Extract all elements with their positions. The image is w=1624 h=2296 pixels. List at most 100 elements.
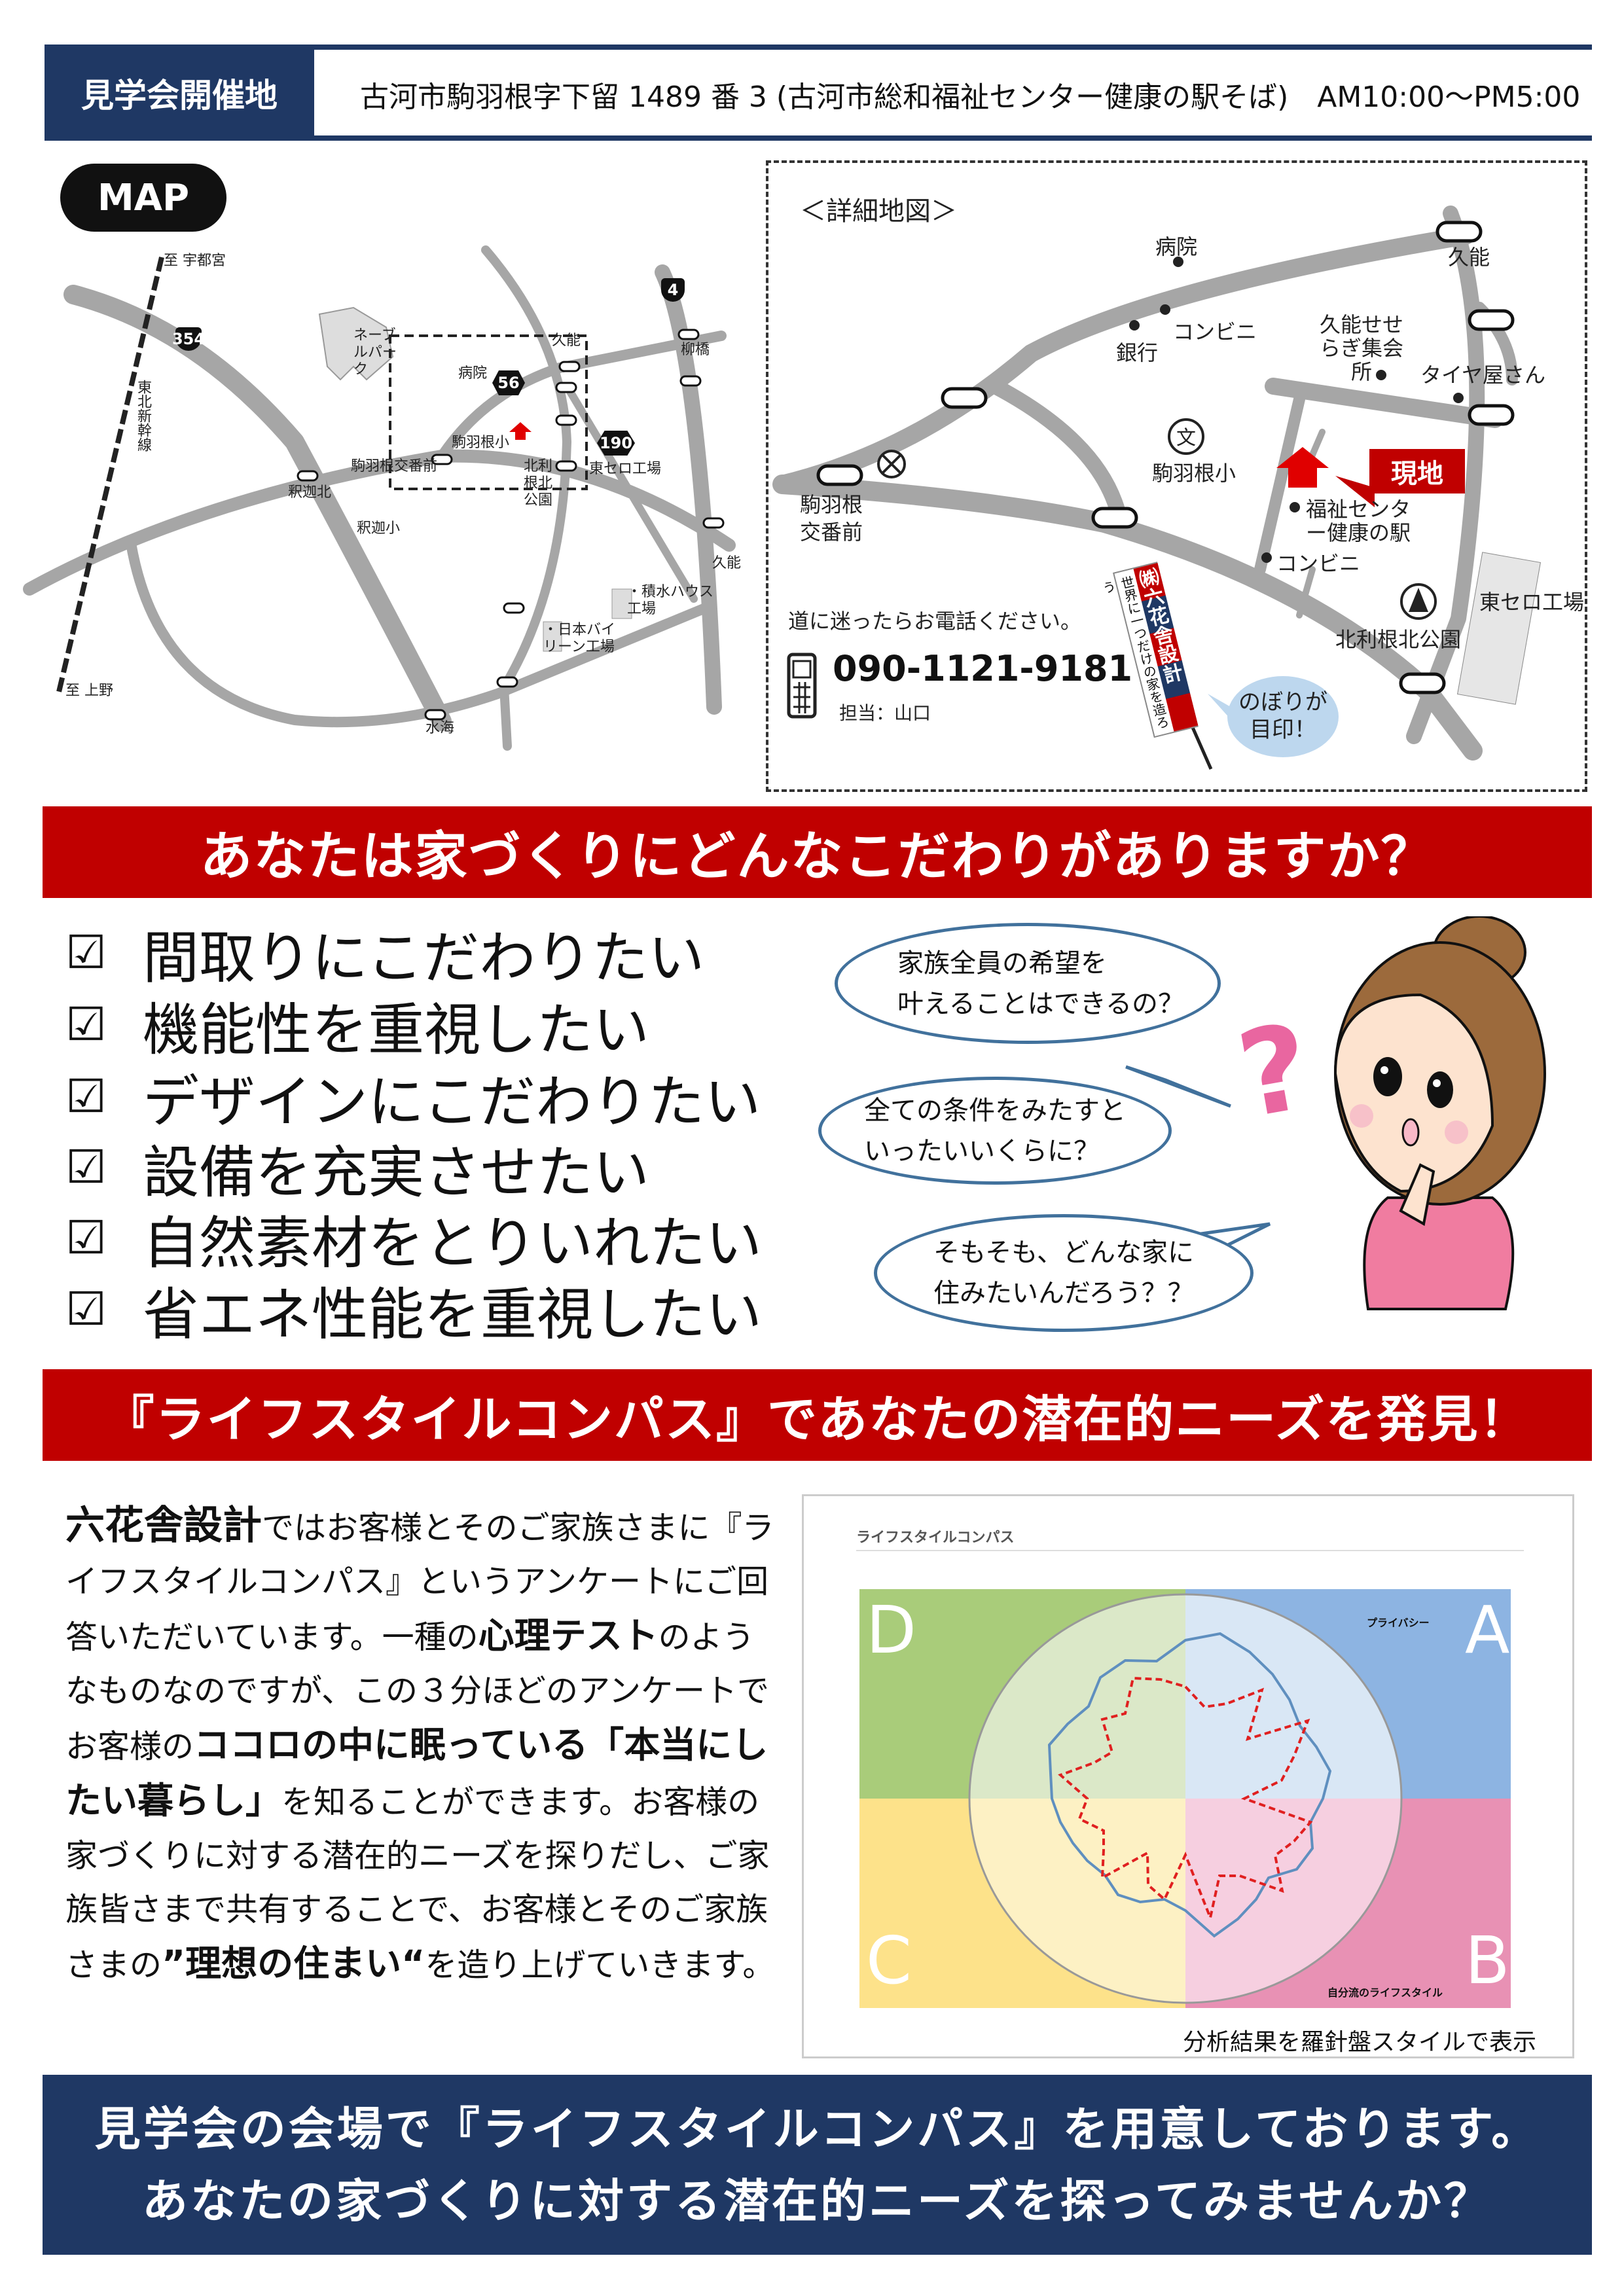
question-banner: あなたは家づくりにどんなこだわりがありますか？: [43, 806, 1592, 898]
park-tree-icon: [1400, 583, 1437, 620]
map-label: 久能せせらぎ集会所: [1319, 312, 1403, 384]
here-callout: 現地: [1369, 449, 1465, 493]
map-label: ・日本バイリーン工場: [543, 622, 616, 655]
naval-park-area: [318, 306, 394, 381]
route-4-shield: 4: [661, 278, 685, 302]
checkbox-checked-icon: ☑: [65, 925, 107, 979]
route-190-shield: 190: [597, 431, 635, 456]
map-label: 水海: [425, 720, 455, 736]
text: のようなものなのですが、この３分ほどのアンケートでお客様の: [65, 1619, 770, 1765]
checklist-label: 機能性を重視したい: [143, 997, 649, 1063]
lifestyle-compass-image: ライフスタイルコンパス D A C B プライバシー 自分流のライフスタイル 分…: [802, 1494, 1574, 2058]
vilene-area: [543, 621, 562, 652]
checklist-item: ☑ 間取りにこだわりたい: [65, 916, 704, 991]
map-label: 北利根北公園: [1335, 627, 1462, 652]
road-bow: [481, 245, 571, 751]
road-short: [1265, 378, 1504, 428]
checkbox-checked-icon: ☑: [65, 1140, 107, 1194]
road-354: [63, 285, 452, 731]
road-small: [1254, 393, 1305, 575]
compass-series-blue: [1047, 1632, 1332, 1938]
map-label: コンビニ: [1276, 551, 1361, 576]
text: を知ることができます。お客様の家づくりに対する潜在的ニーズを探りだし、ご家族皆さ…: [65, 1784, 770, 1984]
checklist-item: ☑ 省エネ性能を重視したい: [65, 1273, 762, 1348]
map-label: 久能: [1448, 245, 1490, 270]
flag-bubble-shape: [1227, 676, 1339, 757]
here-callout-pointer: [1335, 476, 1375, 507]
emphasis: 心理テスト: [478, 1615, 659, 1657]
map-label: 病院: [1155, 234, 1198, 259]
traffic-signals: [297, 329, 725, 721]
speech-bubble: そもそも、どんな家に 住みたいんだろう？？: [874, 1214, 1254, 1332]
text: を造り上げていきます。: [425, 1946, 775, 1984]
map-label: 福祉センター健康の駅: [1305, 497, 1411, 545]
venue-address: 古河市駒羽根字下留 1489 番 3 (古河市総和福祉センター健康の駅そば) A…: [360, 81, 1581, 114]
map-label: 駒羽根交番前: [351, 458, 438, 475]
compass-banner: 『ライフスタイルコンパス』であなたの潜在的ニーズを発見！: [43, 1369, 1592, 1461]
map-label: 駒羽根小: [452, 435, 510, 451]
divider: [856, 1550, 1524, 1551]
checklist-item: ☑ 自然素材をとりいれたい: [65, 1202, 762, 1276]
closing-message: 見学会の会場で『ライフスタイルコンパス』を用意しております。 あなたの家づくりに…: [43, 2075, 1592, 2255]
map-badge: MAP: [60, 164, 226, 232]
speech-bubble: 全ての条件をみたすと いったいいくらに？: [818, 1077, 1172, 1185]
map-label: 北利根北公園: [524, 458, 553, 509]
checkbox-checked-icon: ☑: [65, 1069, 107, 1123]
map-label: ・積水ハウス工場: [627, 584, 714, 617]
map-label: 柳橋: [681, 342, 710, 358]
here-marker-small: [509, 422, 532, 440]
overview-map: [23, 245, 736, 751]
woman-figure: [1333, 916, 1546, 1310]
map-label: 釈迦小: [357, 520, 401, 537]
map-label: タイヤ屋さん: [1420, 363, 1546, 387]
map-label: 釈迦北: [288, 484, 332, 501]
quadrant-a-letter: A: [1465, 1592, 1510, 1668]
checklist-item: ☑機能性を重視したい: [65, 988, 649, 1063]
checklist-label: 設備を充実させたい: [143, 1139, 649, 1206]
route-56-shield: 56: [492, 370, 525, 395]
checkbox-checked-icon: ☑: [65, 1282, 107, 1336]
phone-icon: [787, 653, 817, 719]
here-arrow: [1276, 447, 1329, 488]
shinkansen-line: [56, 257, 164, 692]
question-mark-icon: ?: [1229, 998, 1320, 1145]
map-label: 東セロ工場: [1479, 590, 1585, 615]
map-label: 病院: [458, 365, 488, 382]
checklist-label: 自然素材をとりいれたい: [143, 1210, 762, 1276]
woman-illustration: ?: [1115, 916, 1546, 1310]
road-top: [773, 226, 1475, 493]
map-label: 東北新幹線: [135, 380, 151, 452]
closing-line-1: 見学会の会場で『ライフスタイルコンパス』を用意しております。: [94, 2102, 1540, 2156]
map-label: 東セロ工場: [589, 461, 662, 477]
school-icon: 文: [1168, 418, 1204, 455]
closing-line-2: あなたの家づくりに対する潜在的ニーズを探ってみませんか？: [142, 2174, 1492, 2228]
quadrant-d-letter: D: [866, 1592, 917, 1668]
quadrant-b-letter: B: [1465, 1922, 1510, 1999]
map-label: 至 上野: [65, 683, 113, 699]
svg-text:文: 文: [1176, 427, 1196, 450]
speech-bubble: 家族全員の希望を 叶えることはできるの？: [835, 923, 1221, 1044]
compass-chart: [859, 1589, 1511, 2008]
detail-map-frame: [766, 160, 1587, 792]
quadrant-b-label: 自分流のライフスタイル: [1327, 1986, 1443, 1999]
map-label: 至 宇都宮: [164, 253, 226, 269]
contact-person: 担当：山口: [839, 702, 931, 724]
flag-bubble-text: のぼりが目印！: [1238, 689, 1327, 743]
map-label: 久能: [552, 332, 581, 349]
checklist-label: 省エネ性能を重視したい: [143, 1282, 762, 1348]
map-label: 久能: [712, 555, 742, 571]
checklist-item: ☑デザインにこだわりたい: [65, 1060, 761, 1135]
map-label: 駒羽根小: [1152, 461, 1236, 486]
map-label: 銀行: [1116, 340, 1159, 365]
checklist-label: 間取りにこだわりたい: [143, 925, 705, 991]
sekisui-area: [611, 588, 632, 619]
call-prompt: 道に迷ったらお電話ください。: [788, 609, 1082, 634]
route-354-shield: 354: [172, 327, 205, 351]
emphasis: ココロの中に眠っている「本当にしたい暮らし」: [65, 1724, 768, 1821]
phone-number[interactable]: 090-1121-9181: [833, 648, 1133, 689]
east-cello-factory: [1457, 552, 1541, 705]
map-label: コンビニ: [1173, 319, 1257, 344]
map-label: 駒羽根交番前: [800, 492, 863, 545]
checkbox-checked-icon: ☑: [65, 1211, 107, 1265]
road-right: [1406, 206, 1485, 744]
